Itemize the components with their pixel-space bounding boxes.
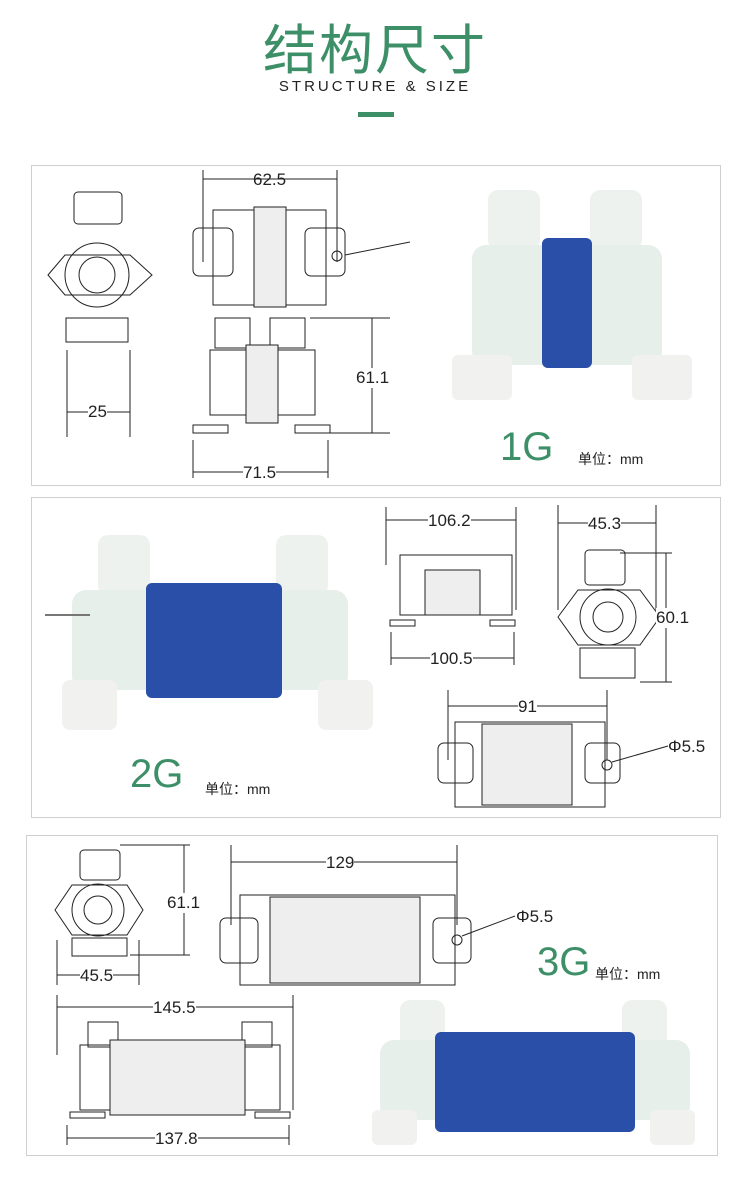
drawing-1g-top-view xyxy=(192,170,411,308)
dim-3g-height: 61.1 xyxy=(167,893,201,913)
dim-3g-base-width: 137.8 xyxy=(155,1129,198,1149)
drawing-1g-front-view xyxy=(47,191,153,437)
dim-3g-port: Φ5.5 xyxy=(516,907,554,926)
drawing-2g-top-view xyxy=(437,690,669,808)
dim-2g-height: 60.1 xyxy=(656,608,690,628)
drawing-2g-side-view xyxy=(385,507,517,665)
dim-2g-top-width: 91 xyxy=(518,697,537,717)
dim-3g-side-width: 45.5 xyxy=(80,966,114,986)
unit-label-2g: 单位：mm xyxy=(205,781,271,797)
model-label-3g: 3G xyxy=(537,940,591,984)
panel-1g xyxy=(31,165,721,486)
dim-1g-side-width: 25 xyxy=(88,402,107,422)
photo-2g-ozone-generator xyxy=(45,535,373,730)
drawing-3g-top-view xyxy=(219,845,516,986)
panel-3g xyxy=(26,835,718,1156)
dim-1g-top-width: 62.5 xyxy=(253,170,287,189)
dim-3g-length: 145.5 xyxy=(153,998,196,1018)
unit-label-3g: 单位：mm xyxy=(595,966,661,982)
drawing-3g-side-view xyxy=(56,995,294,1145)
dim-2g-length: 106.2 xyxy=(428,511,471,531)
dim-2g-side-width: 45.3 xyxy=(588,514,622,534)
photo-1g-ozone-generator xyxy=(452,190,692,400)
model-label-2g: 2G xyxy=(130,752,184,796)
panel-2g xyxy=(31,497,721,818)
model-label-1g: 1G xyxy=(500,425,554,469)
dim-3g-top-width: 129 xyxy=(326,853,355,873)
photo-3g-ozone-generator xyxy=(372,1000,695,1145)
drawing-1g-side-view xyxy=(192,317,390,478)
dim-1g-height: 61.1 xyxy=(356,368,390,388)
dim-1g-base-width: 71.5 xyxy=(243,463,277,483)
page-title: 结构尺寸 xyxy=(263,19,487,82)
drawing-3g-front-view xyxy=(54,844,190,985)
dim-2g-base-width: 100.5 xyxy=(430,649,473,669)
page-subtitle: STRUCTURE & SIZE xyxy=(278,78,472,95)
title-divider xyxy=(358,112,394,117)
dim-2g-port: Φ5.5 xyxy=(668,737,706,756)
unit-label-1g: 单位：mm xyxy=(578,451,644,467)
